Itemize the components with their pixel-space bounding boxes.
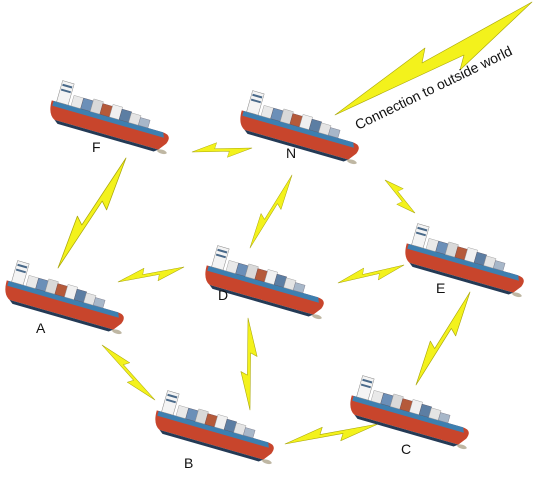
node-label-n: N xyxy=(286,145,296,161)
node-c: C xyxy=(345,373,479,457)
external-connection: Connection to outside world xyxy=(334,1,533,133)
node-label-c: C xyxy=(401,441,411,457)
link-bolt-n-e xyxy=(384,179,416,214)
container-ship-icon xyxy=(0,258,134,336)
container-ship-icon xyxy=(45,78,179,156)
node-label-e: E xyxy=(436,280,445,296)
node-a: A xyxy=(0,258,134,336)
node-label-b: B xyxy=(184,455,193,471)
node-n: N xyxy=(235,88,369,166)
node-label-d: D xyxy=(218,287,228,303)
link-bolt-a-d xyxy=(117,266,185,283)
link-bolt-d-b xyxy=(240,317,258,411)
link-bolt-f-a xyxy=(57,157,127,269)
external-link-bolt xyxy=(334,1,533,116)
node-label-a: A xyxy=(36,320,46,336)
link-bolt-e-c xyxy=(415,291,471,386)
node-label-f: F xyxy=(92,139,101,155)
container-ship-icon xyxy=(400,221,534,299)
node-d: D xyxy=(200,243,334,321)
node-f: F xyxy=(45,78,179,156)
links-layer xyxy=(57,142,471,445)
node-e: E xyxy=(400,221,534,299)
container-ship-icon xyxy=(200,243,334,321)
link-bolt-n-d xyxy=(249,174,293,249)
link-bolt-d-e xyxy=(337,264,405,284)
container-ship-icon xyxy=(235,88,369,166)
container-ship-icon xyxy=(345,373,479,451)
nodes-layer: F N D E A B C xyxy=(0,78,534,471)
link-bolt-f-n xyxy=(191,142,253,158)
container-ship-icon xyxy=(150,388,284,466)
link-bolt-b-c xyxy=(284,423,379,445)
node-b: B xyxy=(150,388,284,471)
link-bolt-a-b xyxy=(101,344,156,401)
